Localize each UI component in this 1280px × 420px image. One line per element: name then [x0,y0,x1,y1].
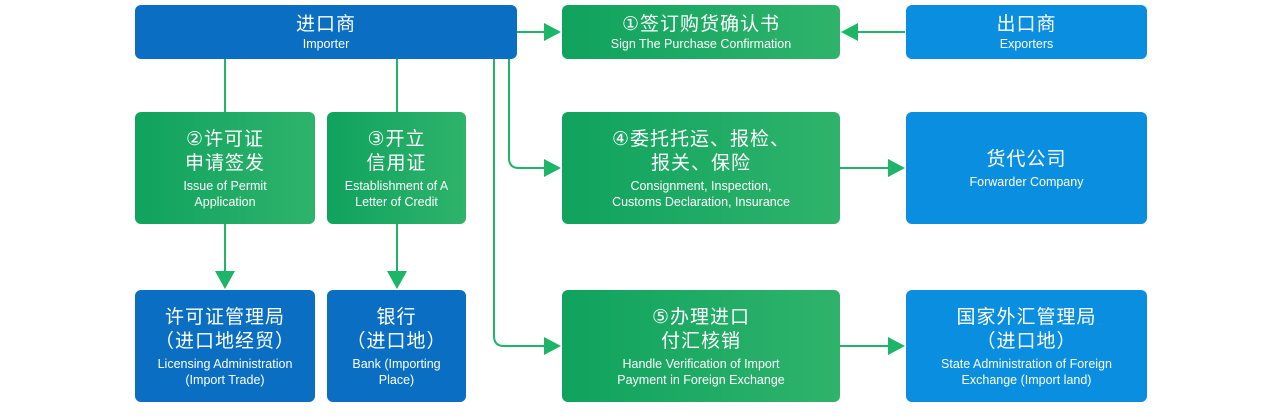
node-forwarder-zh: 货代公司 [986,147,1067,170]
arrowhead-importer-step5 [544,337,561,355]
arrowhead-step3-bank [387,271,407,289]
node-safe-en: State Administration of Foreign Exchange… [941,356,1112,387]
node-exporters[interactable]: 出口商 Exporters [906,5,1147,59]
node-exporters-zh: 出口商 [996,13,1057,35]
node-step4-en: Consignment, Inspection, Customs Declara… [612,178,790,209]
node-step1-zh: ①签订购货确认书 [621,13,781,35]
node-step5-zh: ⑤办理进口 付汇核销 [651,305,751,352]
node-step4-consignment[interactable]: ④委托托运、报检、 报关、保险 Consignment, Inspection,… [562,112,840,224]
arrowhead-step4-forwarder [888,159,905,177]
node-exporters-en: Exporters [999,37,1054,51]
node-bank[interactable]: 银行 （进口地） Bank (Importing Place) [327,290,466,402]
node-bank-en: Bank (Importing Place) [352,356,441,387]
node-step1-sign-purchase-confirmation[interactable]: ①签订购货确认书 Sign The Purchase Confirmation [562,5,840,59]
node-forwarder-company[interactable]: 货代公司 Forwarder Company [906,112,1147,224]
node-importer-zh: 进口商 [295,13,356,35]
node-safe-zh: 国家外汇管理局 （进口地） [956,305,1097,352]
arrowhead-importer-step1 [544,23,561,41]
node-step2-permit-application[interactable]: ②许可证 申请签发 Issue of Permit Application [135,112,315,224]
arrowhead-exporters-step1 [841,23,858,41]
node-step2-en: Issue of Permit Application [183,178,267,209]
node-step3-zh: ③开立 信用证 [366,127,427,174]
arrowhead-step2-licensing [215,271,235,289]
node-licensing-en: Licensing Administration (Import Trade) [157,356,293,387]
node-forwarder-en: Forwarder Company [969,174,1084,189]
edge-importer-step5 [493,59,548,347]
node-step2-zh: ②许可证 申请签发 [184,127,265,174]
node-importer[interactable]: 进口商 Importer [135,5,517,59]
node-licensing-administration[interactable]: 许可证管理局 （进口地经贸） Licensing Administration … [135,290,315,402]
node-bank-zh: 银行 （进口地） [346,305,447,352]
node-importer-en: Importer [302,37,350,51]
node-step4-zh: ④委托托运、报检、 报关、保险 [611,127,791,174]
node-step3-letter-of-credit[interactable]: ③开立 信用证 Establishment of A Letter of Cre… [327,112,466,224]
node-step1-en: Sign The Purchase Confirmation [610,37,792,51]
node-step3-en: Establishment of A Letter of Credit [344,178,449,209]
node-state-admin-foreign-exchange[interactable]: 国家外汇管理局 （进口地） State Administration of Fo… [906,290,1147,402]
node-step5-payment-verification[interactable]: ⑤办理进口 付汇核销 Handle Verification of Import… [562,290,840,402]
node-licensing-zh: 许可证管理局 （进口地经贸） [154,305,295,352]
node-step5-en: Handle Verification of Import Payment in… [617,356,785,387]
edge-importer-step4 [508,59,548,169]
arrowhead-step5-safe [888,337,905,355]
arrowhead-importer-step4 [544,159,561,177]
